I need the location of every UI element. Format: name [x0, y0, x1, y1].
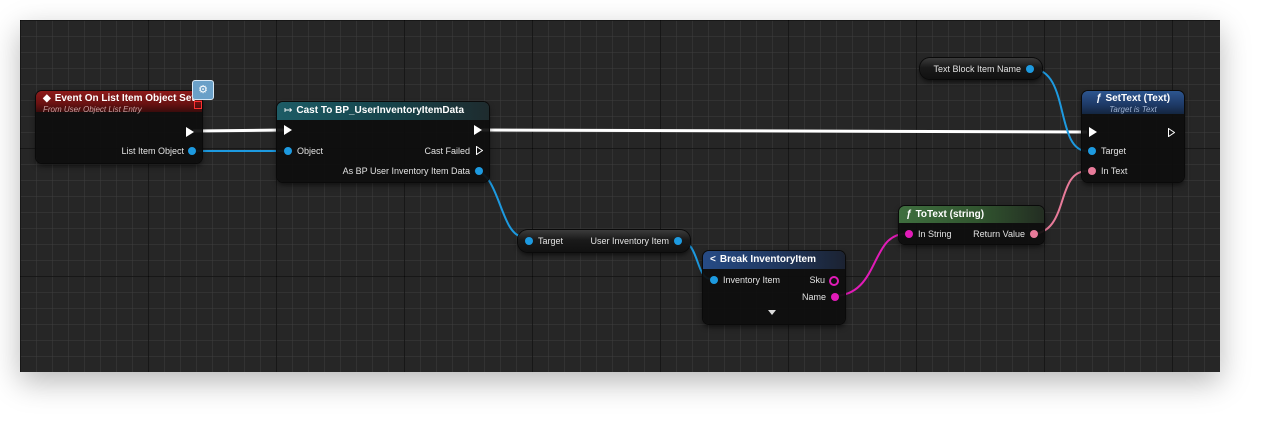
- cast-exec-out-pin[interactable]: [474, 125, 482, 135]
- settext-target-label: Target: [1101, 146, 1127, 156]
- textblock-pin-row: Text Block Item Name: [933, 62, 1034, 76]
- totext-instring-label: In String: [918, 229, 952, 239]
- getter-output-pin-row: User Inventory Item: [590, 234, 682, 248]
- break-inventory-item-pin-row: Inventory Item: [710, 273, 780, 287]
- event-node-subtitle: From User Object List Entry: [43, 105, 142, 114]
- totext-instring-pin[interactable]: [905, 230, 913, 238]
- wire-name-to-instring[interactable]: [832, 233, 906, 297]
- cast-object-label: Object: [297, 146, 324, 156]
- totext-returnvalue-pin[interactable]: [1030, 230, 1038, 238]
- cast-failed-exec-pin[interactable]: [476, 146, 483, 155]
- break-sku-pin-row: Sku: [809, 273, 839, 287]
- cast-result-label: As BP User Inventory Item Data: [342, 166, 470, 176]
- break-inventoryitem-node[interactable]: <Break InventoryItem Inventory Item Sku …: [703, 251, 845, 324]
- settext-intext-label: In Text: [1101, 166, 1128, 176]
- settext-node-title: SetText (Text): [1105, 93, 1171, 104]
- function-icon: ƒ: [906, 209, 912, 220]
- function-icon: ƒ: [1095, 93, 1102, 104]
- break-name-label: Name: [801, 292, 826, 302]
- user-inventory-item-getter-node[interactable]: Target User Inventory Item: [518, 230, 690, 252]
- totext-returnvalue-label: Return Value: [973, 229, 1025, 239]
- textblock-output-pin[interactable]: [1026, 65, 1034, 73]
- text-block-item-name-getter-node[interactable]: Text Block Item Name: [920, 58, 1042, 79]
- event-exec-out-pin[interactable]: [186, 127, 194, 137]
- settext-node-subtitle: Target is Text: [1109, 105, 1157, 114]
- event-diamond-icon: ◆: [43, 93, 51, 104]
- getter-target-label: Target: [538, 236, 564, 246]
- textblock-label: Text Block Item Name: [933, 64, 1021, 74]
- getter-output-pin[interactable]: [674, 237, 682, 245]
- cast-object-pin[interactable]: [284, 147, 292, 155]
- cast-exec-in-pin[interactable]: [284, 125, 292, 135]
- break-inventory-item-label: Inventory Item: [723, 275, 781, 285]
- break-struct-icon: <: [710, 254, 716, 265]
- exec-wire-event-to-cast[interactable]: [192, 128, 286, 133]
- cast-object-pin-row: Object: [284, 144, 323, 158]
- settext-exec-in-pin[interactable]: [1089, 127, 1097, 137]
- wire-textblock-to-target[interactable]: [1031, 68, 1088, 152]
- settext-exec-out-pin[interactable]: [1168, 128, 1175, 137]
- settext-target-pin-row: Target: [1088, 144, 1126, 158]
- getter-target-pin[interactable]: [525, 237, 533, 245]
- cast-failed-pin-row: Cast Failed: [424, 144, 483, 158]
- cast-result-pin[interactable]: [475, 167, 483, 175]
- totext-instring-pin-row: In String: [905, 227, 952, 241]
- event-on-list-item-object-set-node[interactable]: ◆Event On List Item Object Set From User…: [36, 91, 202, 163]
- exec-wire-cast-to-settext[interactable]: [480, 128, 1088, 134]
- break-inventory-item-pin[interactable]: [710, 276, 718, 284]
- event-badge-marker: [194, 101, 202, 109]
- cast-result-pin-row: As BP User Inventory Item Data: [343, 164, 483, 178]
- getter-output-label: User Inventory Item: [590, 236, 669, 246]
- break-name-pin[interactable]: [831, 293, 839, 301]
- break-sku-label: Sku: [809, 275, 825, 285]
- break-node-header[interactable]: <Break InventoryItem: [703, 251, 845, 269]
- cast-failed-label: Cast Failed: [424, 146, 470, 156]
- settext-intext-pin-row: In Text: [1088, 164, 1127, 178]
- break-name-pin-row: Name: [802, 290, 839, 304]
- interface-badge-icon: ⚙: [192, 80, 214, 100]
- break-node-title: Break InventoryItem: [719, 254, 816, 265]
- cast-node-title: Cast To BP_UserInventoryItemData: [296, 105, 465, 116]
- list-item-object-pin-row: List Item Object: [121, 144, 196, 158]
- blueprint-graph-canvas[interactable]: ◆Event On List Item Object Set From User…: [20, 20, 1220, 372]
- event-node-header[interactable]: ◆Event On List Item Object Set From User…: [36, 91, 202, 114]
- expand-arrow-icon[interactable]: [768, 310, 776, 315]
- list-item-object-pin[interactable]: [188, 147, 196, 155]
- settext-target-pin[interactable]: [1088, 147, 1096, 155]
- totext-node-title: ToText (string): [915, 209, 985, 220]
- list-item-object-label: List Item Object: [121, 146, 184, 156]
- settext-intext-pin[interactable]: [1088, 167, 1096, 175]
- break-sku-pin[interactable]: [829, 276, 839, 286]
- getter-target-pin-row: Target: [525, 234, 563, 248]
- event-node-title: Event On List Item Object Set: [54, 93, 195, 104]
- cast-node-header[interactable]: ↦Cast To BP_UserInventoryItemData: [277, 102, 489, 120]
- cast-arrows-icon: ↦: [284, 105, 293, 116]
- totext-returnvalue-pin-row: Return Value: [973, 227, 1038, 241]
- cast-to-bp-userinventoryitemdata-node[interactable]: ↦Cast To BP_UserInventoryItemData Object…: [277, 102, 489, 182]
